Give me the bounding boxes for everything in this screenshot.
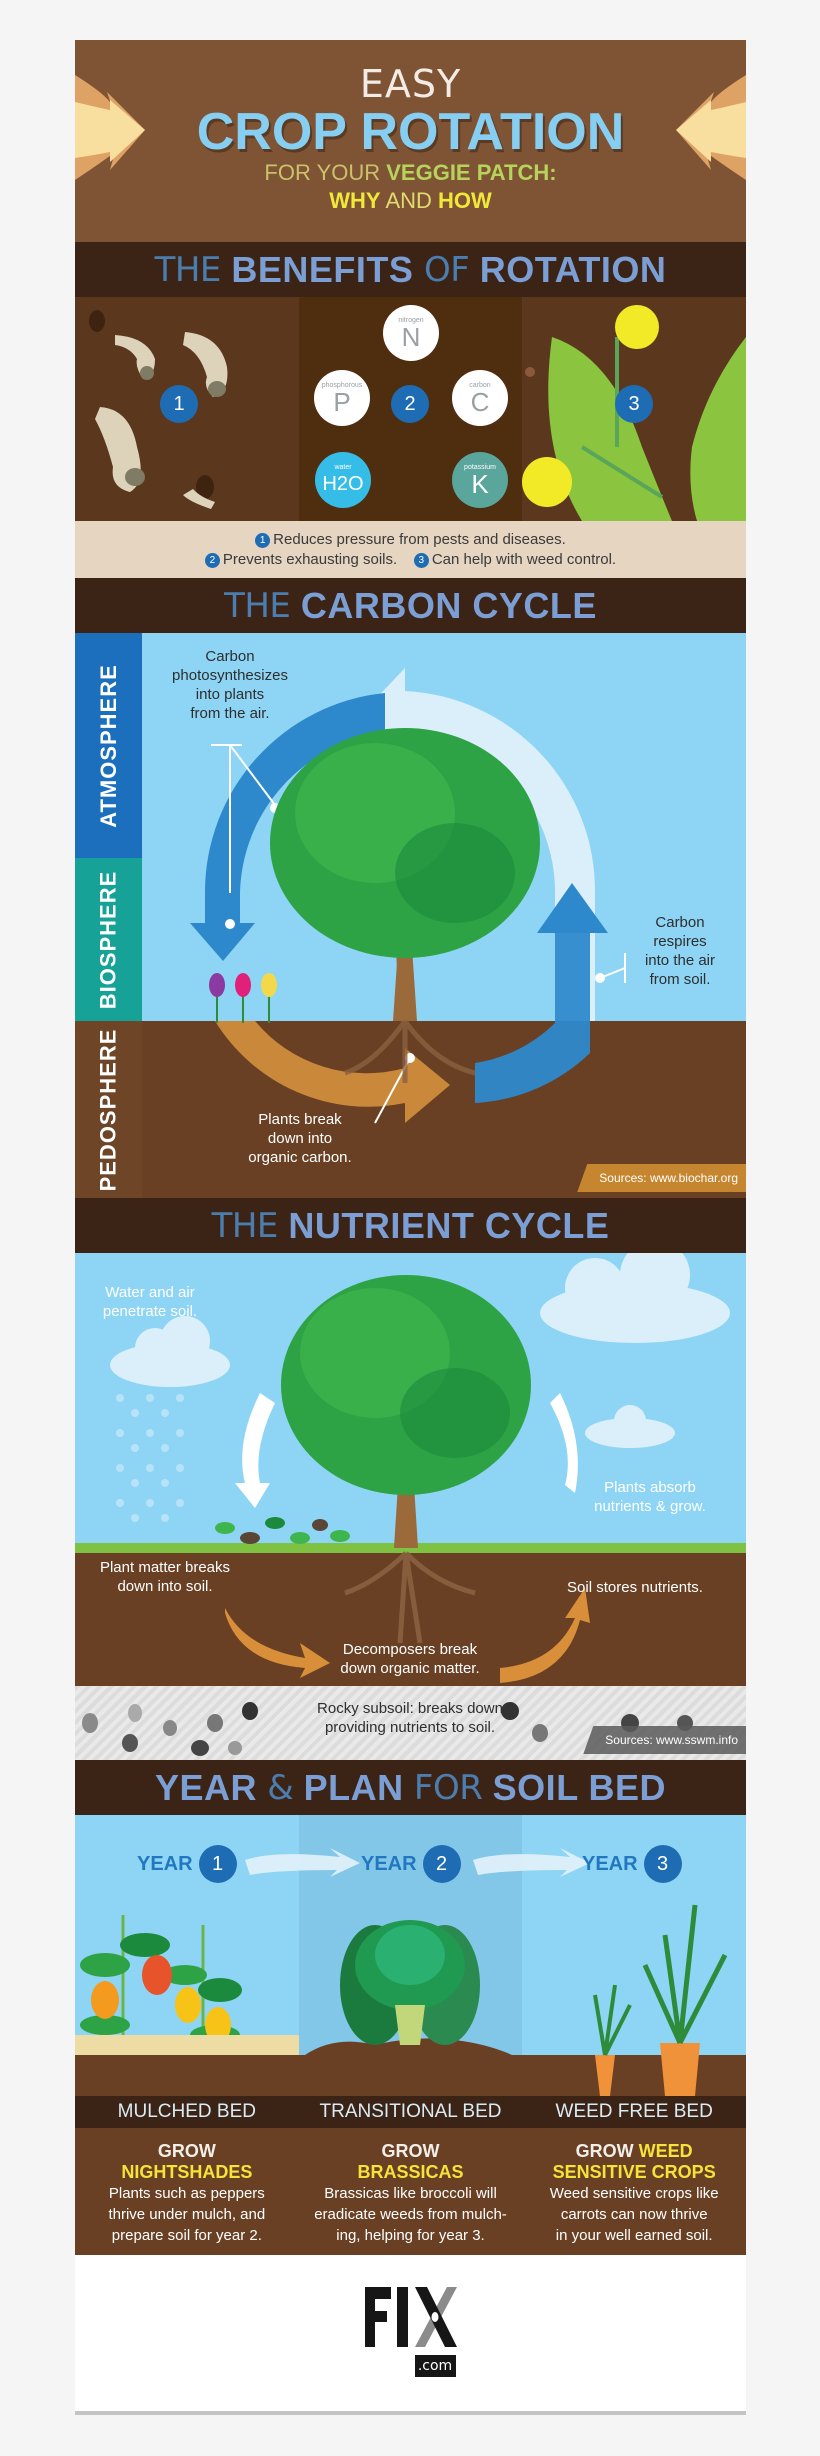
title-subtitle: FOR YOUR VEGGIE PATCH: xyxy=(264,160,557,185)
desc-year-2: GROW BRASSICAS Brassicas like broccoli w… xyxy=(314,2141,507,2244)
benefit-panel-weeds: 3 xyxy=(522,297,746,521)
desc-year-1: GROW NIGHTSHADES Plants such as peppers … xyxy=(108,2141,266,2244)
title-easy: EASY xyxy=(359,62,462,106)
bed-transitional: TRANSITIONAL BED xyxy=(319,2101,502,2122)
dandelion-icon xyxy=(522,305,746,521)
carbon-cycle-diagram: ATMOSPHERE BIOSPHERE PEDOSPHERE xyxy=(75,633,746,1198)
benefit-number-1: 1 xyxy=(160,385,198,423)
carbon-source-link[interactable]: Sources: www.biochar.org xyxy=(577,1164,746,1192)
label-decomposition: Plants break down into organic carbon. xyxy=(248,1111,352,1166)
zone-pedosphere: PEDOSPHERE xyxy=(75,1021,142,1198)
title-why-how: WHY AND HOW xyxy=(329,188,492,213)
crops-illustration-icon xyxy=(75,1848,728,2096)
label-soil-stores: Soil stores nutrients. xyxy=(567,1579,703,1596)
footer: .com xyxy=(75,2255,746,2411)
tulips-icon xyxy=(209,973,277,1023)
rocks-icon xyxy=(82,1702,693,1756)
broccoli-icon xyxy=(299,1920,522,2096)
nutrient-header: THE NUTRIENT CYCLE xyxy=(75,1198,746,1253)
label-plant-matter: Plant matter breaks down into soil. xyxy=(99,1559,231,1595)
desc-year-3: GROW WEED SENSITIVE CROPS Weed sensitive… xyxy=(549,2141,719,2244)
bed-descriptions: GROW NIGHTSHADES Plants such as peppers … xyxy=(75,2128,746,2255)
raindrops-icon xyxy=(116,1394,184,1522)
benefit-number-3: 3 xyxy=(615,385,653,423)
cloud-icon xyxy=(110,1253,730,1448)
label-rocky-subsoil: Rocky subsoil: breaks down providing nut… xyxy=(317,1700,503,1736)
label-decomposers: Decomposers break down organic matter. xyxy=(340,1641,480,1677)
plan-header: YEAR & PLAN FOR SOIL BED xyxy=(75,1760,746,1815)
nutrient-source-link[interactable]: Sources: www.sswm.info xyxy=(583,1726,746,1754)
bed-mulched: MULCHED BED xyxy=(117,2101,256,2122)
grubs-icon xyxy=(89,310,228,509)
bottom-bar xyxy=(75,2411,746,2415)
title-banner: EASY CROP ROTATION FOR YOUR VEGGIE PATCH… xyxy=(75,40,746,242)
benefit-number-2: 2 xyxy=(391,385,429,423)
benefits-header: THE BENEFITS OF ROTATION xyxy=(75,242,746,297)
fix-logo-com: .com xyxy=(414,2355,456,2377)
arrows-icon xyxy=(75,75,746,180)
bed-type-strip: MULCHED BED TRANSITIONAL BED WEED FREE B… xyxy=(75,2096,746,2128)
label-photosynthesis: Carbon photosynthesizes into plants from… xyxy=(172,648,288,722)
label-respiration: Carbon respires into the air from soil. xyxy=(644,914,716,988)
fallen-leaves-icon xyxy=(215,1517,350,1544)
fix-logo-icon xyxy=(364,2287,457,2347)
pepper-plants-icon xyxy=(80,1915,242,2050)
zone-biosphere: BIOSPHERE xyxy=(75,858,142,1021)
nutrient-cycle-diagram: Water and air penetrate soil. Plants abs… xyxy=(75,1253,746,1760)
zone-atmosphere: ATMOSPHERE xyxy=(75,633,142,858)
nutrient-illustration-icon xyxy=(82,1253,730,1756)
label-plants-absorb: Plants absorb nutrients & grow. xyxy=(594,1479,706,1515)
title-main: CROP ROTATION xyxy=(196,103,625,161)
label-water-air: Water and air penetrate soil. xyxy=(102,1284,198,1320)
carrots-icon xyxy=(593,1904,728,2096)
benefit-panel-pests: 1 xyxy=(75,297,299,521)
bed-weed-free: WEED FREE BED xyxy=(555,2101,713,2122)
fix-logo[interactable]: .com xyxy=(364,2287,457,2379)
carbon-cycle-arrows-icon xyxy=(190,668,626,1124)
infographic: EASY CROP ROTATION FOR YOUR VEGGIE PATCH… xyxy=(75,40,746,2415)
carbon-header: THE CARBON CYCLE xyxy=(75,578,746,633)
